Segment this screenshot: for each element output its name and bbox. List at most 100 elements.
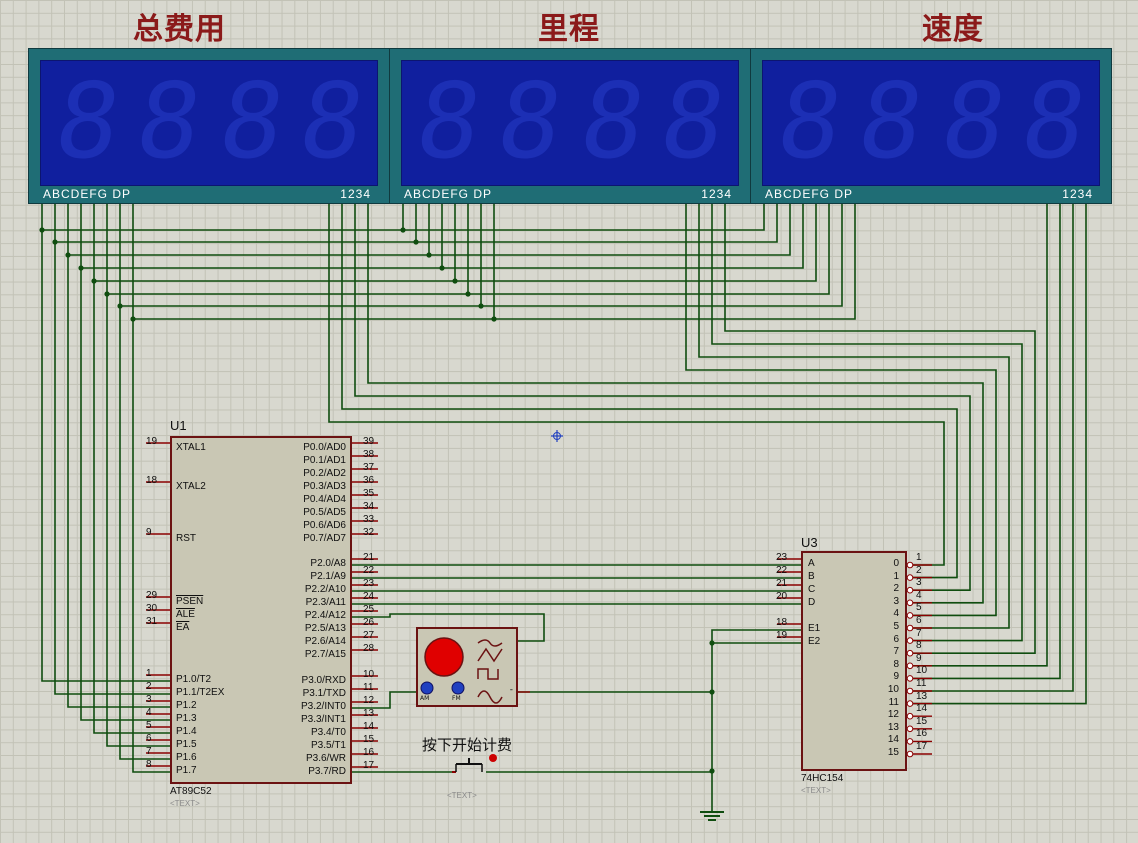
u1-pin-name: P3.4/T0 <box>310 727 346 738</box>
u1-pin-name: RST <box>176 533 196 544</box>
segment-wire <box>41 204 170 682</box>
u3-pin-name: 2 <box>893 583 899 595</box>
u1-pin-number: 35 <box>363 488 375 499</box>
u3-pin-name: C <box>808 584 816 595</box>
start-billing-button-label: 按下开始计费 <box>422 736 513 754</box>
u1-pin-name: P3.3/INT1 <box>300 714 346 725</box>
u1-pin-name: PSEN <box>176 596 204 607</box>
display-screen: 8 8 8 8 <box>762 60 1100 186</box>
junction-dot <box>452 278 458 284</box>
u3-decoder[interactable] <box>801 551 907 771</box>
segment-wire <box>54 204 170 695</box>
u1-pin-number: 6 <box>146 733 152 744</box>
u3-reference: U3 <box>801 535 818 550</box>
am-knob-icon <box>420 681 434 695</box>
u3-pin-number: 20 <box>776 591 788 602</box>
start-billing-pushbutton[interactable] <box>452 756 486 772</box>
segment-wire <box>93 204 170 734</box>
u1-pin-number: 10 <box>363 669 375 680</box>
u3-pin-number: 8 <box>916 640 922 652</box>
u1-pin-name: P2.0/A8 <box>310 558 346 569</box>
u1-pin-name: ALE <box>176 609 195 620</box>
u3-pin-number: 21 <box>776 578 788 589</box>
inverted-output-icon <box>906 675 914 682</box>
u3-pin-number: 23 <box>776 552 788 563</box>
button-indicator-icon <box>489 754 497 762</box>
u1-pin-number: 32 <box>363 527 375 538</box>
digit-wire <box>698 204 1010 629</box>
junction-dot <box>39 227 45 233</box>
u1-pin-number: 9 <box>146 527 152 538</box>
u3-pin-number: 19 <box>776 630 788 641</box>
fm-knob-icon <box>451 681 465 695</box>
u3-pin-name: 6 <box>893 633 899 645</box>
u3-pin-number: 17 <box>916 741 928 752</box>
u3-pin-name: 13 <box>887 721 899 733</box>
u1-pin-number: 24 <box>363 591 375 602</box>
u1-pin-number: 1 <box>146 668 152 679</box>
u1-pin-name: P2.7/A15 <box>304 649 346 660</box>
u1-pin-number: 25 <box>363 604 375 615</box>
signal-generator[interactable]: AM FM - <box>416 627 518 707</box>
digit-wire <box>907 204 1048 667</box>
u1-pin-number: 18 <box>146 475 158 486</box>
inverted-output-icon <box>906 612 914 619</box>
u1-pin-number: 16 <box>363 747 375 758</box>
inverted-output-icon <box>906 637 914 644</box>
u3-pin-number: 18 <box>776 617 788 628</box>
u1-pin-number: 11 <box>363 682 374 693</box>
u1-pin-name: P1.4 <box>176 726 197 737</box>
digit-pins-label: 1234 <box>1062 187 1093 201</box>
u3-pin-number: 2 <box>916 564 922 576</box>
u3-pin-name: 3 <box>893 595 899 607</box>
u1-pin-number: 37 <box>363 462 375 473</box>
int0-wire <box>352 691 712 709</box>
junction-dot <box>78 265 84 271</box>
u1-pin-number: 17 <box>363 760 375 771</box>
inverted-output-icon <box>906 586 914 594</box>
u3-pin-name: 8 <box>893 658 899 670</box>
u3-pin-name: 0 <box>893 558 899 569</box>
u1-pin-name: P0.4/AD4 <box>303 494 346 505</box>
u3-pin-name: B <box>808 571 815 582</box>
u3-pin-name: 14 <box>887 734 899 746</box>
u1-pin-name: P2.6/A14 <box>304 636 346 647</box>
u3-pin-number: 5 <box>916 602 922 614</box>
u1-pin-number: 22 <box>363 565 375 576</box>
u1-pin-number: 23 <box>363 578 375 589</box>
u1-pin-name: P0.5/AD5 <box>303 507 346 518</box>
u3-pin-name: E1 <box>808 623 821 634</box>
digit-wire <box>907 204 1061 680</box>
u1-pin-name: P1.2 <box>176 700 197 711</box>
u1-pin-number: 4 <box>146 707 152 718</box>
u3-pin-number: 3 <box>916 577 922 589</box>
u3-pin-number: 7 <box>916 627 922 639</box>
u1-pin-number: 29 <box>146 590 158 601</box>
segment-wire <box>119 204 170 760</box>
u1-microcontroller[interactable] <box>170 436 352 784</box>
seven-segment-display-mileage[interactable]: 8 8 8 8 ABCDEFG DP 1234 <box>389 48 751 204</box>
u3-text-placeholder: <TEXT> <box>801 786 831 795</box>
junction-dot <box>709 640 715 646</box>
junction-dot <box>65 252 71 258</box>
seven-segment-display-speed[interactable]: 8 8 8 8 ABCDEFG DP 1234 <box>750 48 1112 204</box>
u1-pin-name: P1.3 <box>176 713 197 724</box>
amplitude-knob-icon <box>424 637 464 677</box>
digit-wire <box>907 204 1087 705</box>
digit-wire <box>367 204 984 604</box>
u3-pin-name: 4 <box>893 608 899 620</box>
segment-wire <box>80 204 170 721</box>
u3-pin-name: D <box>808 597 816 608</box>
digit-wire <box>341 204 958 579</box>
display-title-total-fee: 总费用 <box>133 12 226 47</box>
u1-pin-number: 31 <box>146 616 158 627</box>
junction-dot <box>104 291 110 297</box>
inverted-output-icon <box>906 712 914 720</box>
digit-pins-label: 1234 <box>701 187 732 201</box>
u3-pin-number: 16 <box>916 728 928 740</box>
u1-pin-name: XTAL2 <box>176 481 206 492</box>
u1-pin-name: P3.7/RD <box>308 766 346 777</box>
segment-wire <box>106 204 170 747</box>
u1-pin-number: 19 <box>146 436 158 447</box>
